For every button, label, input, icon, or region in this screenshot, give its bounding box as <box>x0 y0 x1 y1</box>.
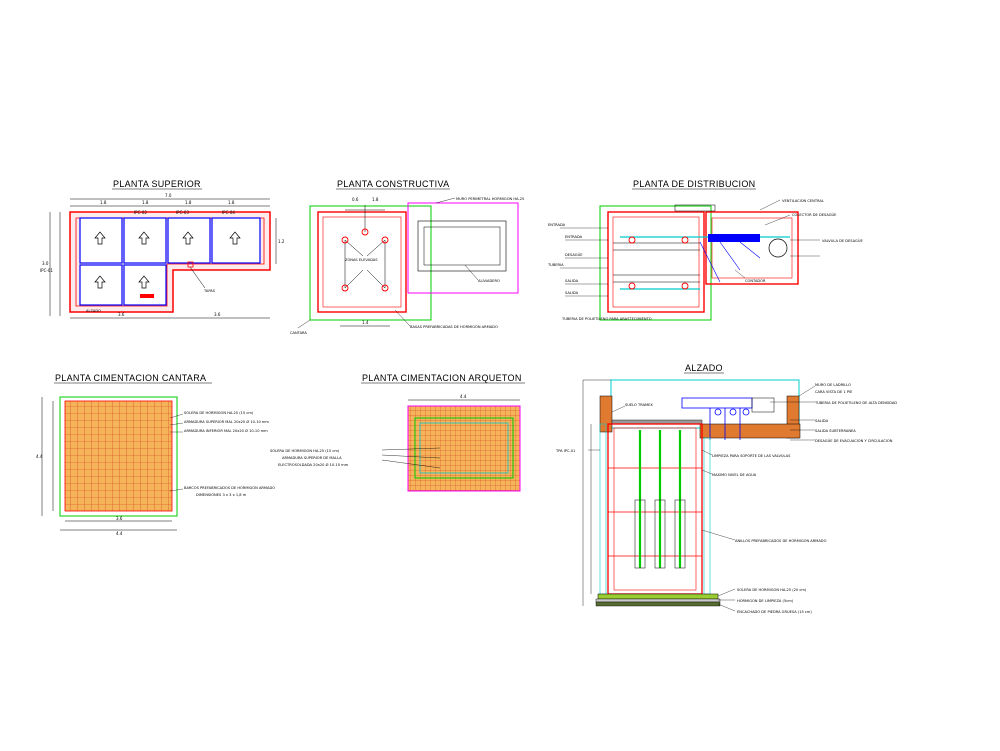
dist-label-r0: VENTILACION CENTRAL <box>782 199 824 203</box>
tag-ipc-02: IPC-02 <box>134 210 147 215</box>
planta-distribucion: PLANTA DE DISTRIBUCION <box>547 179 863 321</box>
tag-ipc-03: IPC-03 <box>176 210 189 215</box>
dim-side-total: 3.0 <box>42 261 49 266</box>
cantara-dim-side: 4.4 <box>36 454 43 459</box>
dist-label-l0: ENTRADA <box>548 223 566 227</box>
tapas-callout: TAPAS <box>203 289 216 293</box>
dim-right: 1.2 <box>278 239 285 244</box>
arqueton-note-1: ARMADURA SUPERIOR DE MALLA <box>282 456 342 460</box>
dim-top-1: 1.8 <box>100 200 107 205</box>
dim-top-total: 7.0 <box>165 193 172 198</box>
dist-label-r1: COLECTOR DE DESAGÜE <box>792 212 837 217</box>
arqueton-note-0: SOLERA DE HORMIGON HA-25 (15 cm) <box>270 449 340 453</box>
planta-cimentacion-cantara: PLANTA CIMENTACION CANTARA 4.4 3.6 4.4 S… <box>36 373 275 536</box>
dist-label-l5: SALIDA <box>565 291 579 295</box>
dim-c-1: 0.6 <box>352 197 359 202</box>
alzado-title: ALZADO <box>685 363 723 373</box>
cantara-bottom-note-0: BARCOS PREFABRICADOS DE HORMIGON ARMADO <box>184 486 275 490</box>
dist-label-l2: DESAGÜE <box>565 252 583 257</box>
alzado-label-mid-1: MAXIMO NIVEL DE AGUA <box>712 473 757 477</box>
arqueton-title: PLANTA CIMENTACION ARQUETON <box>362 373 522 383</box>
dist-label-l3: TUBERIA <box>547 263 564 267</box>
cantara-note-2: ARMADURA INFERIOR MAL 20x20 Ø 10-10 mm <box>184 428 268 433</box>
cantara-dim-bottom: 4.4 <box>116 531 123 536</box>
planta-superior-title: PLANTA SUPERIOR <box>113 179 201 189</box>
alzado-base-1: HORMIGON DE LIMPIEZA (5cm) <box>737 599 794 603</box>
alzado-label-suelo: SUELO TRAMEX <box>625 403 653 407</box>
cantara-note-1: ARMADURA SUPERIOR MAL 20x20 Ø 10-10 mm <box>184 419 269 424</box>
arqueton-note-2: ELECTROSOLDADA 20x20 Ø 10-10 mm <box>278 462 349 467</box>
cantara-bottom-note-1: DIMENSIONES 3 x 3 x 1,8 m <box>196 493 247 497</box>
planta-cimentacion-arqueton: PLANTA CIMENTACION ARQUETON 4.4 SOLERA D… <box>270 373 525 492</box>
dist-label-r2: VALVULA DE DESAGÜE <box>822 238 863 243</box>
constructiva-bottom-label: BASAS PREFABRICADAS DE HORMIGON ARMADO <box>410 325 498 329</box>
alzado-label-rings: ANILLOS PREFABRICADOS DE HORMIGON ARMADO <box>735 539 827 543</box>
alzado-label-mid-0: LIMPIEZA PARA SOPORTE DE LAS VALVULAS <box>712 454 791 458</box>
planta-constructiva: PLANTA CONSTRUCTIVA 0.6 1.8 1.4 ZONAS EL… <box>290 179 524 335</box>
dist-label-l4: SALIDA <box>565 279 579 283</box>
side-tag: IPC-01 <box>40 268 53 273</box>
constructiva-mid-label: ALIVIADERO <box>478 279 500 283</box>
dim-top-4: 1.8 <box>228 200 235 205</box>
dim-c-3: 1.4 <box>362 320 369 325</box>
alzado-label-r3: SALIDA <box>815 419 829 423</box>
dim-top-3: 1.8 <box>185 200 192 205</box>
alzado-label-r4: SALIDA SUBTERRANEA <box>815 429 856 433</box>
constructiva-top-label: MURO PERIMETRAL HORMIGON HA-25 <box>456 197 524 201</box>
dist-label-bottom: TUBERIA DE POLIETILENO PARA ABASTECIMIEN… <box>561 317 652 321</box>
alzado-label-r5: DESAGÜE DE EVACUACION Y CIRCULACION <box>815 438 893 443</box>
dim-top-2: 1.8 <box>142 200 149 205</box>
cantara-note-0: SOLERA DE HORMIGON HA-25 (15 cm) <box>184 411 254 415</box>
corner-label: ALZADO <box>86 309 101 313</box>
alzado-label-left: TPA IPC-01 <box>555 449 575 453</box>
alzado-label-r1: CARA VISTA DE 1 PIE <box>815 390 853 394</box>
alzado-base-2: ENCACHADO DE PIEDRA GRUESA (15 cm) <box>737 610 812 614</box>
constructiva-center-label: ZONAS ELEVADAS <box>345 258 378 262</box>
tag-ipc-04: IPC-04 <box>222 210 235 215</box>
constructiva-left-label: CANTARA <box>290 331 307 335</box>
planta-distribucion-title: PLANTA DE DISTRIBUCION <box>633 179 755 189</box>
dim-bottom-2: 3.6 <box>214 312 221 317</box>
alzado-base-0: SOLERA DE HORMIGON HA-25 (20 cm) <box>737 588 807 592</box>
alzado-label-r2: TUBERIA DE POLIETILENO DE ALTA DENSIDAD <box>814 401 897 405</box>
planta-constructiva-title: PLANTA CONSTRUCTIVA <box>337 179 449 189</box>
planta-superior: PLANTA SUPERIOR 7.0 1.8 1.8 1.8 1.8 3.0 … <box>40 179 285 319</box>
cantara-dim-inner: 3.6 <box>116 516 123 521</box>
alzado: ALZADO <box>555 363 897 614</box>
dist-label-r3: CONTADOR <box>745 279 766 283</box>
dim-c-2: 1.8 <box>372 197 379 202</box>
arqueton-dim-top: 4.4 <box>460 394 467 399</box>
dist-label-l1: ENTRADA <box>565 235 583 239</box>
alzado-label-r0: MURO DE LADRILLO <box>815 383 851 387</box>
cantara-title: PLANTA CIMENTACION CANTARA <box>55 373 206 383</box>
dim-bottom-1: 3.6 <box>118 312 125 317</box>
